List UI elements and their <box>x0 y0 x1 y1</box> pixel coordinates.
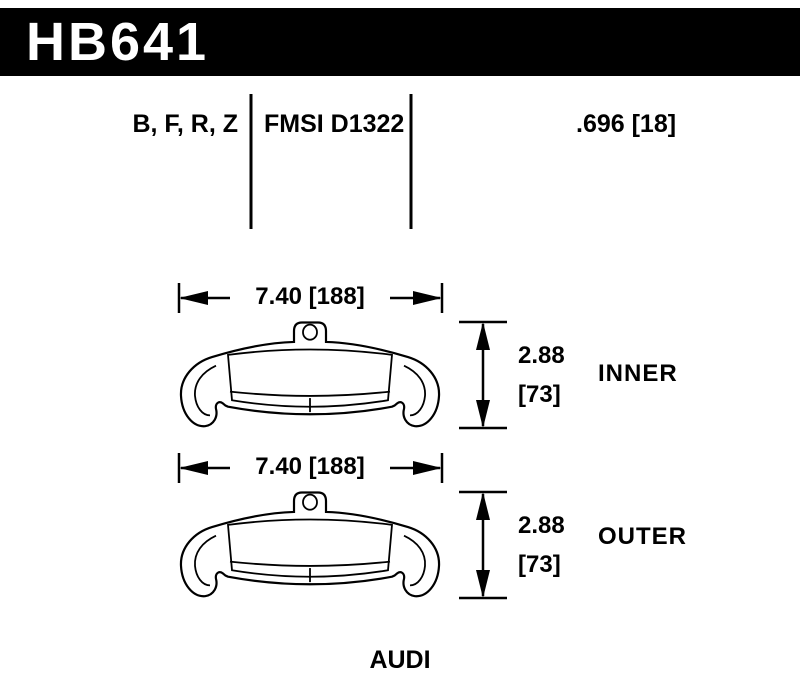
thickness-mm-inner: [73] <box>518 381 561 408</box>
brake-pad-drawing-outer <box>179 491 441 598</box>
part-number: HB641 <box>26 12 210 72</box>
width-dimension-value-inner: 7.40 [188] <box>230 283 390 311</box>
arrowhead-down-icon <box>476 570 490 598</box>
thickness-inches-inner: 2.88 <box>518 342 565 369</box>
header-bar: HB641 <box>0 8 800 76</box>
thickness-inches-outer: 2.88 <box>518 512 565 539</box>
arrowhead-left-icon <box>179 461 208 475</box>
pad-thickness-spec: .696 [18] <box>576 110 677 138</box>
spec-column-dividers <box>249 94 413 229</box>
arrowhead-down-icon <box>476 400 490 428</box>
thickness-dimension-inner <box>459 320 507 430</box>
thickness-dimension-outer <box>459 490 507 600</box>
arrowhead-right-icon <box>413 291 442 305</box>
arrowhead-right-icon <box>413 461 442 475</box>
thickness-mm-outer: [73] <box>518 551 561 578</box>
width-dimension-value-outer: 7.40 [188] <box>230 453 390 481</box>
arrowhead-up-icon <box>476 322 490 350</box>
fmsi-number: FMSI D1322 <box>264 110 405 138</box>
arrowhead-left-icon <box>179 291 208 305</box>
compound-codes: B, F, R, Z <box>132 110 238 138</box>
vehicle-name: AUDI <box>369 646 431 674</box>
pad-position-label-inner: INNER <box>598 360 678 387</box>
pad-position-label-outer: OUTER <box>598 523 687 550</box>
brake-pad-drawing-inner <box>179 321 441 428</box>
arrowhead-up-icon <box>476 492 490 520</box>
